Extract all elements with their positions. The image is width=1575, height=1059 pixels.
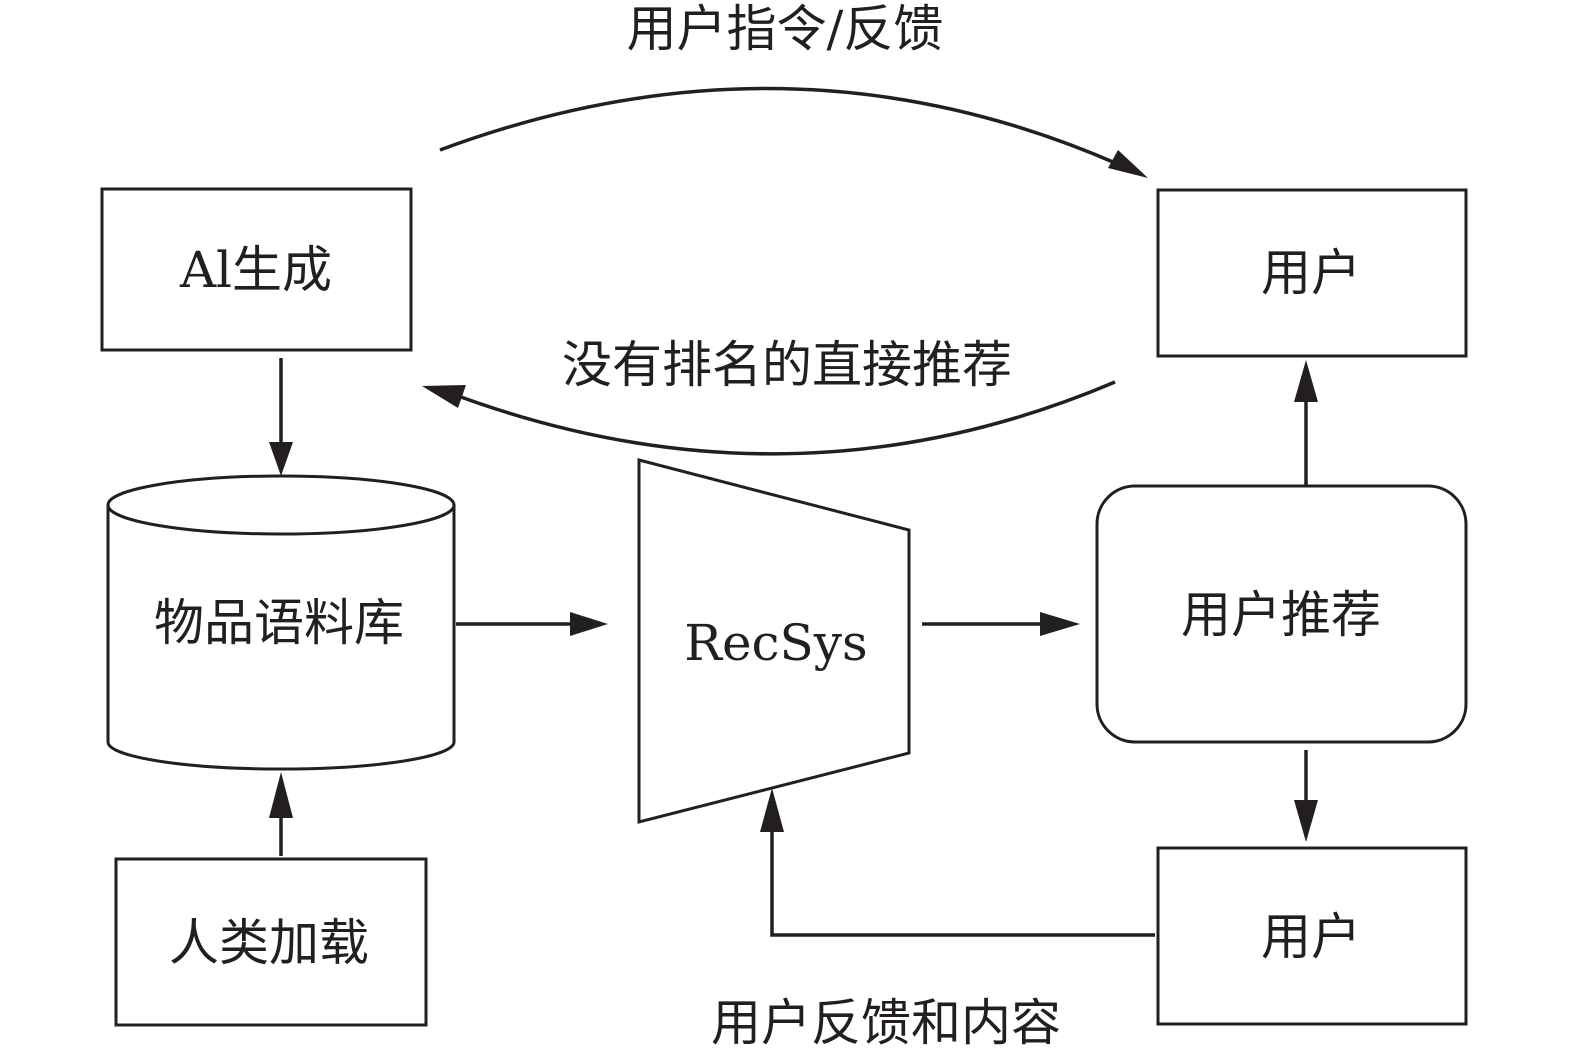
edge-label-user-instruction-feedback: 用户指令/反馈	[627, 0, 944, 58]
arrowhead-user-top-box	[1294, 360, 1318, 402]
node-label-user-top: 用户	[1261, 244, 1361, 302]
node-label-ai-generated: Al生成	[179, 241, 332, 299]
node-label-recsys: RecSys	[684, 614, 867, 672]
node-user-bottom: 用户	[1156, 846, 1468, 1026]
node-label-user-recommendation: 用户推荐	[1181, 586, 1381, 644]
arrowhead-recsys-left	[570, 612, 608, 636]
node-label-item-corpus: 物品语料库	[154, 594, 404, 652]
node-human-loaded: 人类加载	[114, 857, 428, 1027]
edge-label-direct-recommendation: 没有排名的直接推荐	[562, 336, 1012, 394]
edge-user-feedback-to-recsys	[770, 820, 1155, 937]
node-recsys: RecSys	[637, 458, 911, 824]
arrowhead-user-top	[1108, 150, 1148, 178]
node-ai-generated: Al生成	[100, 187, 413, 352]
edge-ai-to-user-curve	[439, 86, 1121, 167]
node-user-top: 用户	[1156, 188, 1468, 358]
node-user-recommendation: 用户推荐	[1095, 484, 1468, 744]
node-item-corpus: 物品语料库	[106, 474, 456, 771]
node-label-user-bottom: 用户	[1261, 908, 1361, 966]
arrowhead-user-bottom-box	[1294, 800, 1318, 842]
arrowhead-recommendation	[1040, 612, 1080, 636]
arrowhead-corpus-bottom	[269, 772, 293, 818]
arrowhead-corpus-top	[269, 442, 293, 476]
edge-user-to-ai-curve	[449, 380, 1116, 456]
node-label-human-loaded: 人类加载	[169, 914, 369, 972]
arrowhead-recsys-bottom	[760, 788, 784, 832]
edge-label-user-feedback-and-content: 用户反馈和内容	[711, 994, 1061, 1052]
arrowhead-ai-generated	[422, 385, 466, 408]
